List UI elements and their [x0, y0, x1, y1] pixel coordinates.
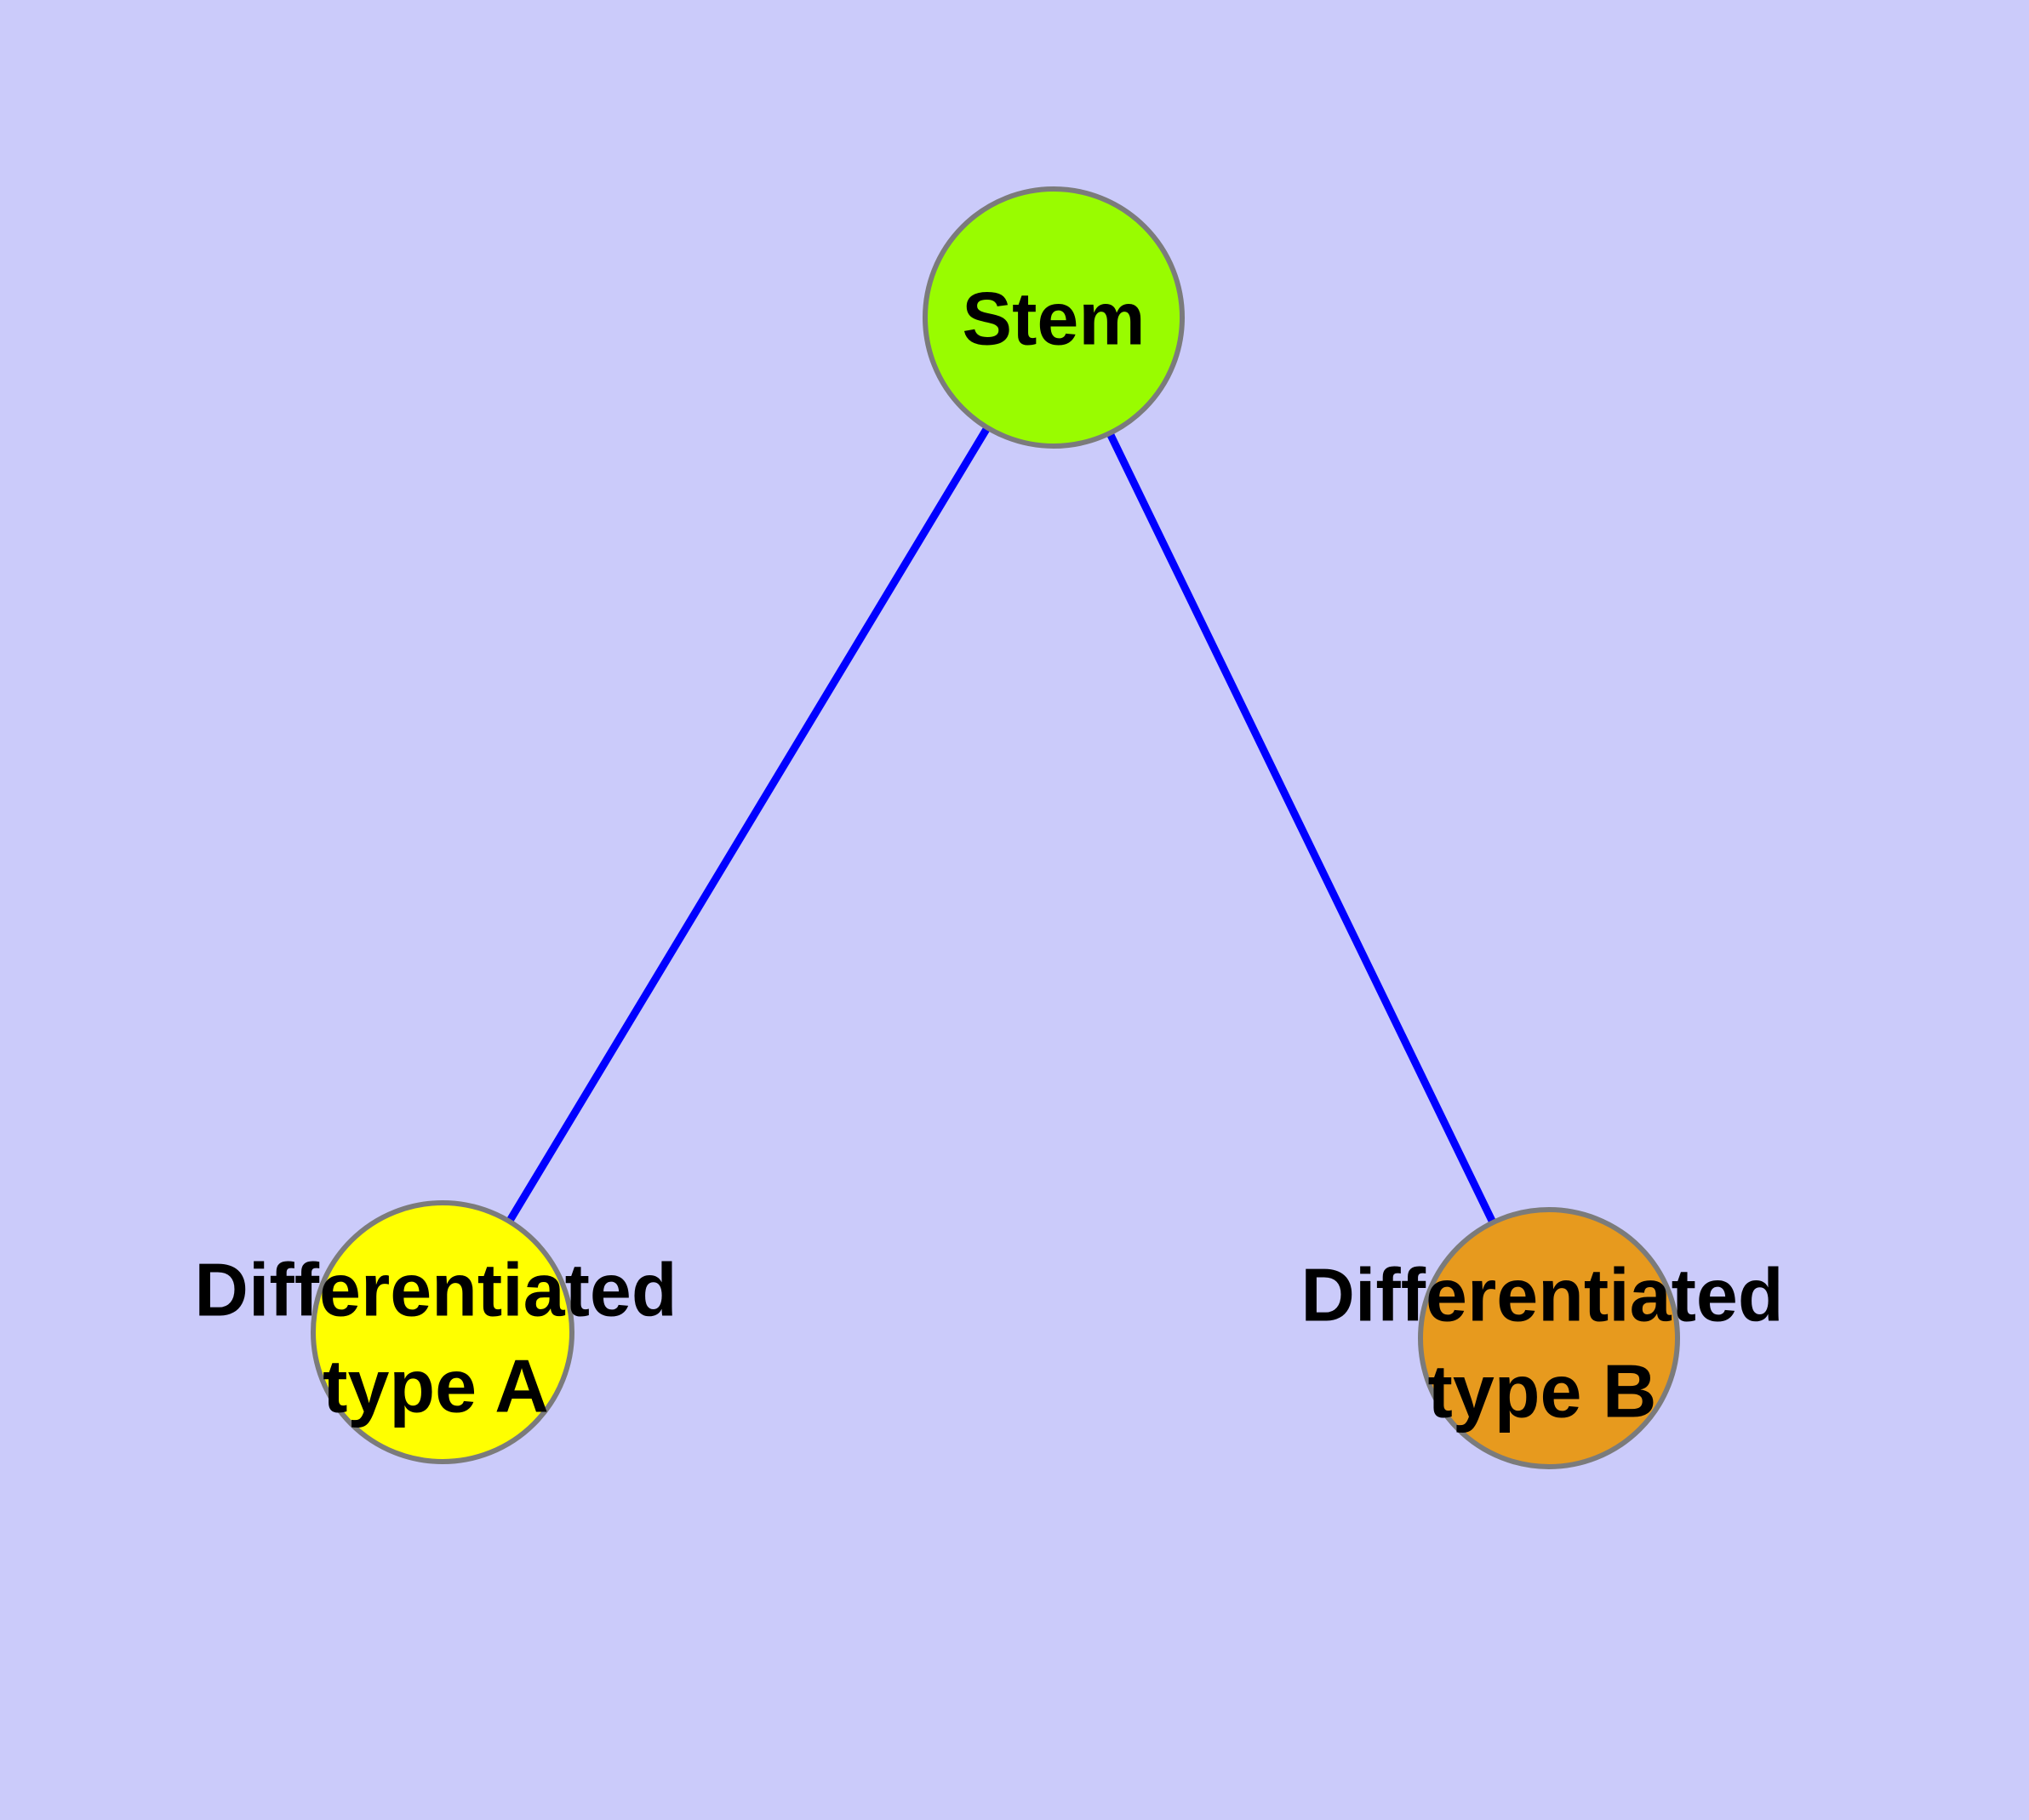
- node-stem: [923, 186, 1185, 449]
- node-differentiated-type-b: [1418, 1207, 1680, 1469]
- edge-stem-to-type-b: [1049, 313, 1553, 1342]
- node-differentiated-type-a: [311, 1200, 574, 1464]
- edge-stem-to-type-a: [438, 313, 1058, 1336]
